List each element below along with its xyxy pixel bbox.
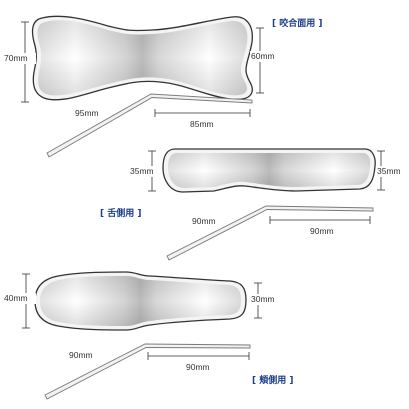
buccal-right-height-dimension: 30mm [250,282,282,319]
buccal-mirror-label: [ 頬側用 ] [252,374,294,386]
lingual-bottom-length-label: 90mm [310,226,334,236]
occlusal-left-height-dimension: 70mm [3,21,36,103]
occlusal-handle [46,93,253,158]
buccal-mirror-group: 40mm 30mm [ 頬側用 ] 90mm 90mm [3,271,294,400]
buccal-handle-length-label: 90mm [69,350,93,360]
buccal-bottom-length-dimension: 90mm [147,352,250,372]
buccal-handle [44,343,251,400]
lingual-left-height-dimension: 35mm [129,150,161,192]
lingual-mirror-group: 35mm 35mm [ 舌側用 ] 90mm 90mm [100,148,409,261]
buccal-left-height-dimension: 40mm [3,273,36,329]
buccal-mirror-plate [34,271,247,331]
lingual-handle-length-label: 90mm [192,216,216,226]
lingual-mirror-label: [ 舌側用 ] [100,207,142,219]
occlusal-handle-length-label: 95mm [75,108,99,118]
lingual-left-height-label: 35mm [130,166,154,176]
occlusal-bottom-length-dimension: 85mm [154,109,251,129]
occlusal-left-height-label: 70mm [4,53,28,63]
buccal-right-height-label: 30mm [251,294,275,304]
occlusal-right-height-label: 60mm [251,51,275,61]
lingual-handle [166,205,374,261]
buccal-left-height-label: 40mm [4,293,28,303]
lingual-bottom-length-dimension: 90mm [269,216,371,236]
lingual-mirror-plate [162,148,376,193]
lingual-right-height-dimension: 35mm [376,150,409,191]
occlusal-right-height-dimension: 60mm [250,27,282,94]
occlusal-mirror-plate [31,15,253,101]
occlusal-bottom-length-label: 85mm [190,119,214,129]
buccal-bottom-length-label: 90mm [186,362,210,372]
occlusal-mirror-group: 70mm 60mm [ 咬合面用 ] 95mm 85mm [3,15,323,158]
lingual-right-height-label: 35mm [377,166,401,176]
occlusal-mirror-label: [ 咬合面用 ] [272,17,323,29]
